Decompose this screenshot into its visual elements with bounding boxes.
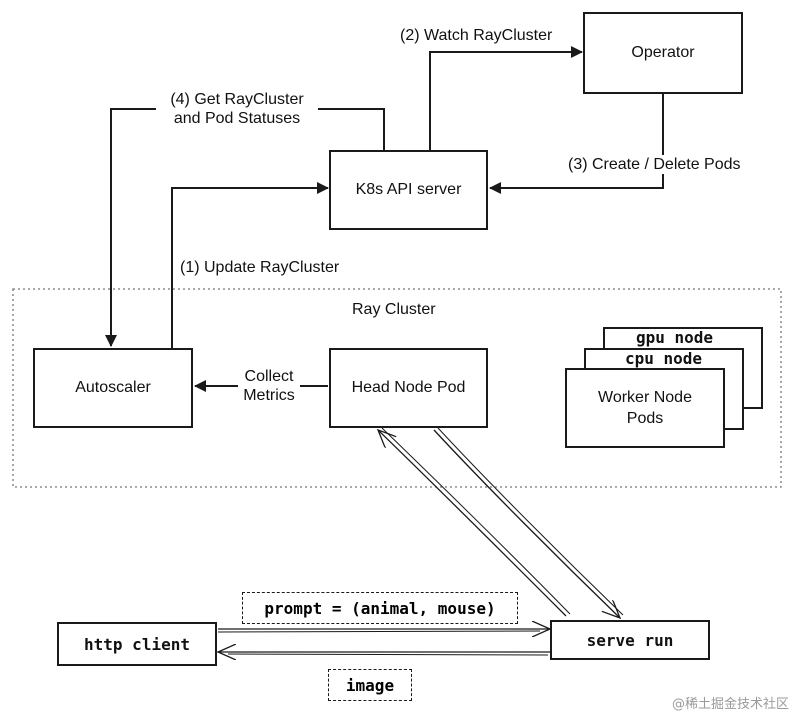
get-statuses-label: (4) Get RayCluster and Pod Statuses [156,90,318,128]
prompt-arrow-sketch [217,630,541,633]
get-statuses-label-line1: (4) Get RayCluster [170,91,304,108]
autoscaler-node: Autoscaler [33,348,193,428]
collect-metrics-label-line1: Collect [244,368,294,385]
get-statuses-label-line2: and Pod Statuses [173,110,301,127]
ray-cluster-group-border [12,288,782,488]
serve-run-node: serve run [550,620,710,660]
cpu-node-label: cpu node [625,349,703,368]
head-node-pod-node: Head Node Pod [329,348,488,428]
image-tag-label: image [345,675,395,695]
prompt-tag-label: prompt = (animal, mouse) [264,598,496,618]
http-client-label: http client [84,634,190,654]
operator-label: Operator [631,44,695,61]
create-delete-pods-label: (3) Create / Delete Pods [568,155,741,174]
http-client-node: http client [57,622,217,666]
update-raycluster-arrow [171,182,329,348]
prompt-tag: prompt = (animal, mouse) [242,592,518,624]
autoscaler-label: Autoscaler [75,379,151,396]
serve-to-head-arrow [378,430,567,617]
head-node-pod-label: Head Node Pod [351,379,466,396]
k8s-api-server-node: K8s API server [329,150,488,230]
gpu-node-label: gpu node [636,328,714,347]
collect-metrics-label: Collect Metrics [236,367,302,405]
watermark: @稀土掘金技术社区 [671,697,789,712]
image-arrow-sketch [227,653,549,656]
operator-node: Operator [583,12,743,94]
k8s-api-server-label: K8s API server [355,181,462,198]
serve-run-label: serve run [586,630,674,650]
update-raycluster-label: (1) Update RayCluster [180,259,340,276]
watch-raycluster-arrow [429,46,583,150]
ray-cluster-group-label: Ray Cluster [352,301,436,318]
watch-raycluster-label: (2) Watch RayCluster [400,26,553,45]
worker-node-pods-label: Worker Node Pods [598,389,692,427]
worker-node-pods-node: Worker Node Pods [565,368,725,448]
head-to-serve-arrow-sketch [437,427,624,616]
image-tag: image [328,669,412,701]
create-delete-pods-arrow [489,94,664,194]
head-to-serve-arrow [433,429,620,618]
serve-to-head-arrow-sketch [381,427,571,615]
collect-metrics-label-line2: Metrics [243,387,295,404]
